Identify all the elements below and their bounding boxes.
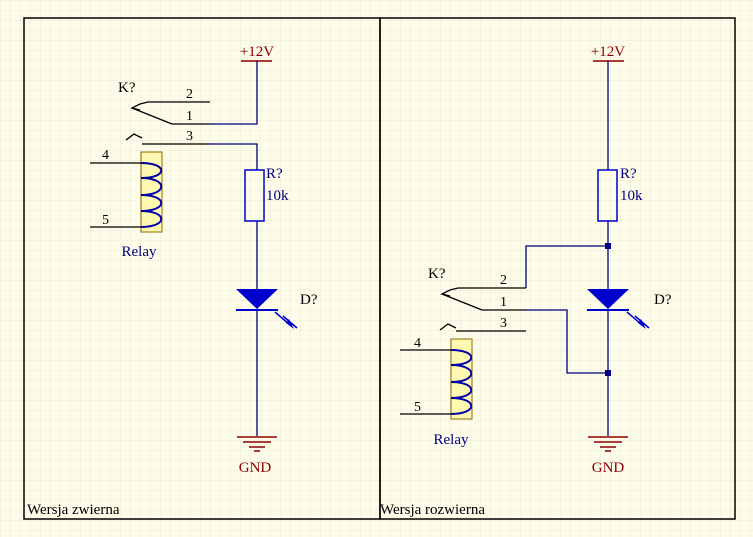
left-pin-3: 3 <box>186 129 193 144</box>
left-relay-contacts: K? 2 1 3 <box>118 80 210 145</box>
left-pin-2: 2 <box>186 87 193 102</box>
right-pin-2: 2 <box>500 273 507 288</box>
right-ground-symbol: GND <box>588 436 628 476</box>
right-power-symbol: +12V <box>591 44 625 170</box>
left-relay-ref: K? <box>118 80 136 96</box>
right-relay-contacts: K? 2 1 3 <box>428 266 526 332</box>
right-coil-pin-5: 5 <box>414 400 421 415</box>
right-resistor: R? 10k <box>597 166 643 222</box>
left-power-symbol: +12V <box>240 44 274 118</box>
left-panel-caption: Wersja zwierna <box>27 502 120 518</box>
right-panel-caption: Wersja rozwierna <box>380 502 485 518</box>
left-ground-symbol: GND <box>237 436 277 476</box>
left-power-label: +12V <box>240 44 274 60</box>
right-led: D? <box>587 289 672 329</box>
right-relay-coil: 4 5 Relay <box>400 336 473 448</box>
left-resistor-value: 10k <box>266 188 289 204</box>
right-resistor-ref: R? <box>620 166 637 182</box>
left-resistor: R? 10k <box>244 166 289 222</box>
left-pin-1: 1 <box>186 109 193 124</box>
right-sheet-frame <box>379 17 736 520</box>
right-led-ref: D? <box>654 292 672 308</box>
right-gnd-label: GND <box>592 460 625 476</box>
left-resistor-ref: R? <box>266 166 283 182</box>
left-relay-name: Relay <box>122 244 157 260</box>
right-pin-3: 3 <box>500 316 507 331</box>
right-schematic: +12V R? 10k D? K? 2 <box>380 44 672 518</box>
right-pin-1: 1 <box>500 295 507 310</box>
right-power-label: +12V <box>591 44 625 60</box>
left-coil-pin-5: 5 <box>102 213 109 228</box>
left-coil-pin-4: 4 <box>102 148 109 163</box>
right-coil-pin-4: 4 <box>414 336 421 351</box>
right-relay-ref: K? <box>428 266 446 282</box>
left-led-ref: D? <box>300 292 318 308</box>
right-resistor-value: 10k <box>620 188 643 204</box>
right-relay-name: Relay <box>434 432 469 448</box>
left-relay-coil: 4 5 Relay <box>90 148 163 260</box>
left-schematic: +12V K? 2 1 3 4 5 R <box>27 44 318 518</box>
left-gnd-label: GND <box>239 460 272 476</box>
